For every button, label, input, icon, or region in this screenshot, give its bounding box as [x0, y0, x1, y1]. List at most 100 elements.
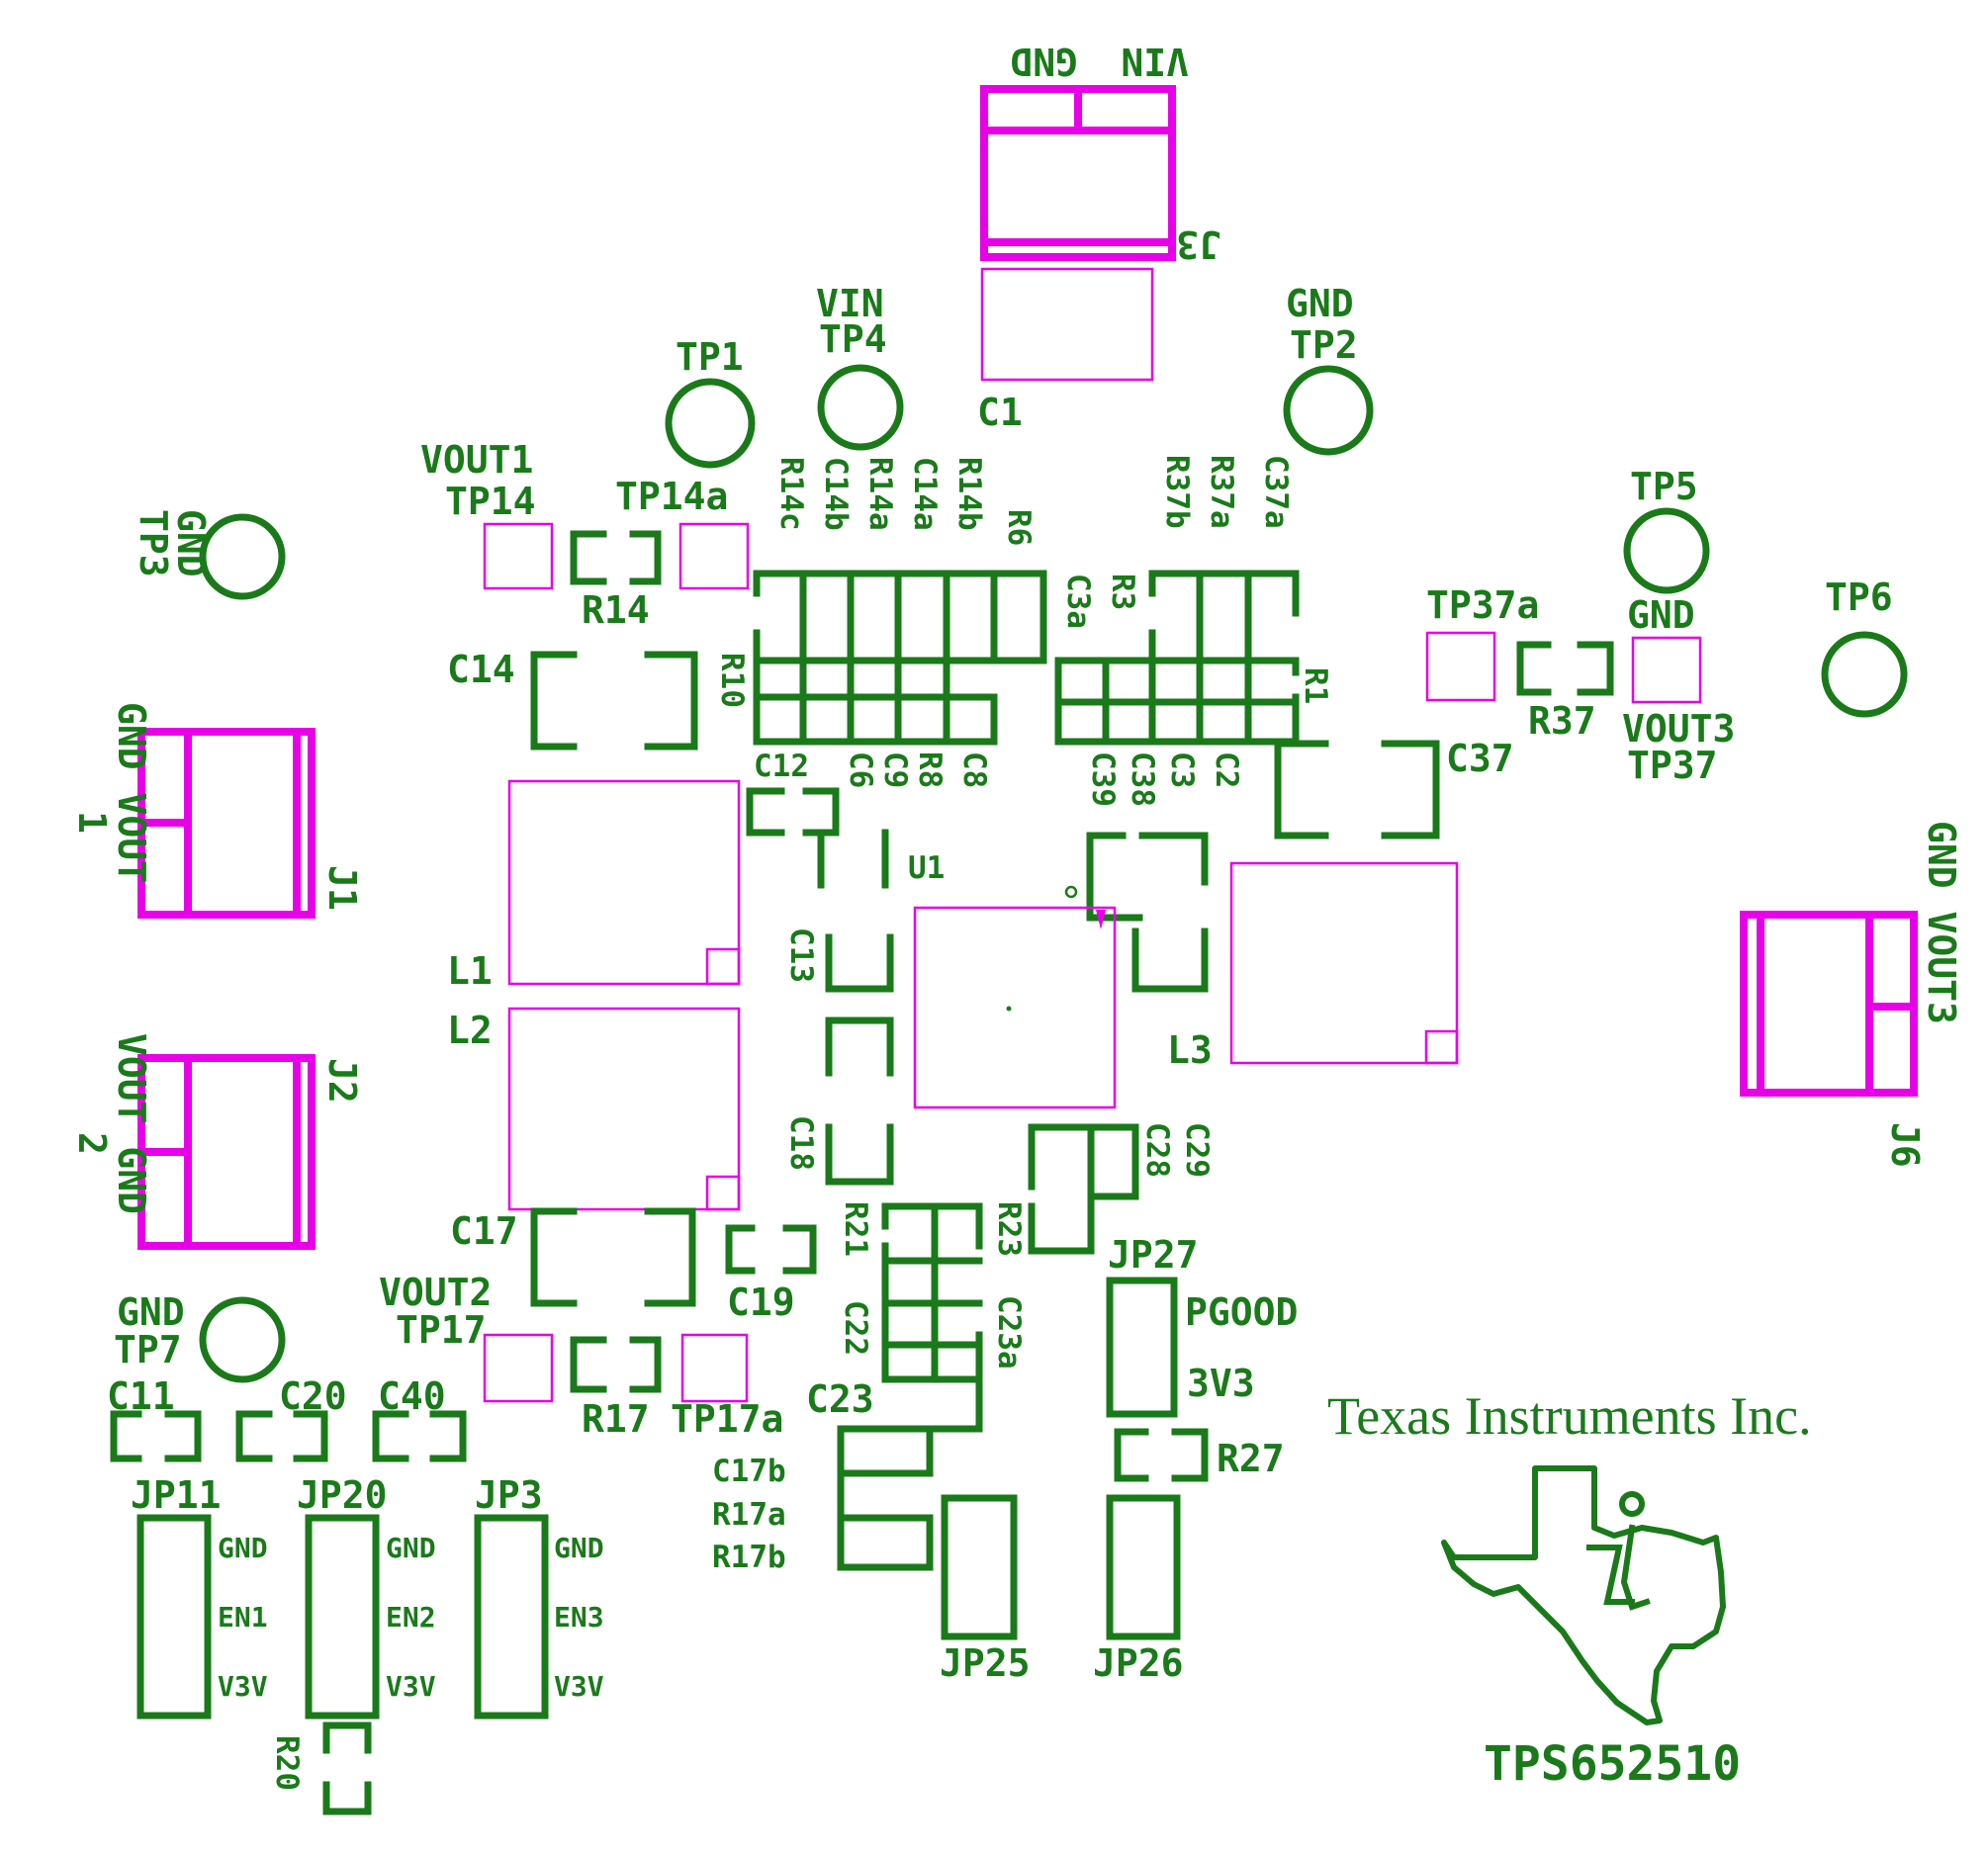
tp14-pad — [483, 522, 554, 590]
r20-label: R20 — [269, 1735, 305, 1791]
j3-vin-label: VIN — [1121, 40, 1189, 83]
u1-pin1-marker — [1096, 910, 1106, 929]
c9-label: C9 — [877, 751, 913, 788]
c1-label: C1 — [977, 391, 1023, 434]
r21-label: R21 — [838, 1201, 873, 1257]
c39-outline — [1086, 832, 1209, 922]
c13-outline — [825, 933, 894, 993]
c23a-label: C23a — [991, 1295, 1027, 1370]
tp6-testpoint — [1821, 631, 1908, 718]
r23-label: R23 — [991, 1201, 1027, 1257]
r21-r23-block — [881, 1202, 983, 1433]
jp25-header — [941, 1494, 1018, 1640]
resistor-bank-right — [1054, 570, 1300, 746]
c14-label: C14 — [447, 648, 515, 691]
r14-outline — [570, 530, 662, 585]
c37-label: C37 — [1446, 737, 1514, 780]
c18-label: C18 — [783, 1115, 819, 1171]
c20-outline — [235, 1410, 328, 1462]
tp6-label: TP6 — [1825, 575, 1893, 619]
r14b-label: R14b — [951, 457, 987, 531]
r17-outline — [570, 1336, 662, 1393]
c11-outline — [110, 1410, 202, 1462]
tp37a-label: TP37a — [1426, 583, 1539, 627]
jp3-en-label: EN3 — [554, 1601, 604, 1634]
j2-net-label: VOUT GND — [110, 1033, 153, 1214]
l2-pin1-mark — [705, 1175, 741, 1211]
j6-label: J6 — [1883, 1122, 1927, 1168]
c8-label: C8 — [956, 751, 992, 788]
r14a-label: R14a — [862, 457, 898, 531]
c22-label: C22 — [838, 1300, 873, 1356]
jp11-v3v-label: V3V — [218, 1670, 268, 1703]
c17-outline — [530, 1207, 696, 1307]
j1-net-index: 1 — [70, 811, 114, 834]
tp3-testpoint — [199, 513, 286, 600]
jp26-label: JP26 — [1093, 1641, 1184, 1685]
l1-pad — [507, 779, 741, 986]
c12-outline — [746, 787, 840, 837]
l3-pin1-mark — [1424, 1029, 1459, 1065]
jp11-en-label: EN1 — [218, 1601, 268, 1634]
j3-label: J3 — [1176, 222, 1221, 266]
c1-pad — [980, 267, 1154, 382]
tp1-label: TP1 — [676, 335, 744, 379]
jp11-gnd-label: GND — [218, 1532, 268, 1564]
c19-label: C19 — [727, 1281, 795, 1324]
u1-label: U1 — [908, 850, 945, 886]
jp25-label: JP25 — [940, 1641, 1031, 1685]
c17b-r17-block — [837, 1425, 934, 1571]
tp17-label: TP17 — [396, 1308, 487, 1352]
u1-pin1-dot — [1064, 885, 1078, 899]
tp1-testpoint — [665, 378, 756, 469]
jp20-header — [305, 1514, 380, 1720]
c37-outline — [1274, 740, 1440, 840]
tp2-label: TP2 — [1290, 323, 1358, 367]
tp37-label: TP37 — [1627, 744, 1718, 787]
c12-label: C12 — [754, 749, 809, 784]
r37-label: R37 — [1528, 699, 1596, 743]
tp4-label: TP4 — [819, 317, 887, 361]
tp7-label: TP7 — [114, 1328, 182, 1371]
c3a-label: C3a — [1060, 574, 1096, 629]
part-number: TPS652510 — [1484, 1736, 1741, 1792]
j1-label: J1 — [320, 865, 364, 911]
tp14a-pad — [678, 522, 750, 590]
tp37a-pad — [1425, 631, 1496, 702]
c17b-label: C17b — [712, 1454, 786, 1489]
j6-net-label: GND VOUT3 — [1920, 821, 1963, 1024]
connector-j1 — [137, 728, 316, 919]
c6-outline — [817, 829, 889, 889]
c19-outline — [725, 1224, 817, 1275]
connector-j2 — [137, 1054, 316, 1250]
vout1-label: VOUT1 — [420, 438, 533, 482]
ti-logo — [1441, 1465, 1726, 1725]
c38-outline — [1131, 928, 1209, 993]
connector-j6 — [1740, 911, 1918, 1097]
tp17a-pad — [680, 1333, 749, 1403]
tp3-label: TP3 — [132, 509, 175, 577]
jp27-label: JP27 — [1108, 1233, 1199, 1277]
c14-outline — [530, 651, 698, 751]
c39-label: C39 — [1085, 751, 1121, 807]
r27-label: R27 — [1217, 1437, 1285, 1480]
l1-pin1-mark — [705, 947, 741, 986]
tp17a-label: TP17a — [671, 1397, 783, 1441]
tp2-testpoint — [1283, 365, 1374, 456]
jp20-label: JP20 — [297, 1473, 388, 1517]
l1-label: L1 — [447, 949, 493, 993]
tp14-label: TP14 — [445, 480, 536, 523]
r37b-label: R37b — [1159, 455, 1195, 529]
jp11-label: JP11 — [131, 1473, 222, 1517]
jp20-gnd-label: GND — [386, 1532, 436, 1564]
tp17-pad — [483, 1333, 554, 1403]
j2-net-index: 2 — [70, 1132, 114, 1155]
l3-pad — [1229, 861, 1459, 1065]
j1-net-label: GND VOUT — [110, 702, 153, 883]
r14c-label: R14c — [773, 457, 809, 531]
jp11-header — [136, 1514, 212, 1720]
c17-label: C17 — [450, 1209, 518, 1253]
l2-pad — [507, 1007, 741, 1211]
r27-outline — [1114, 1428, 1209, 1482]
